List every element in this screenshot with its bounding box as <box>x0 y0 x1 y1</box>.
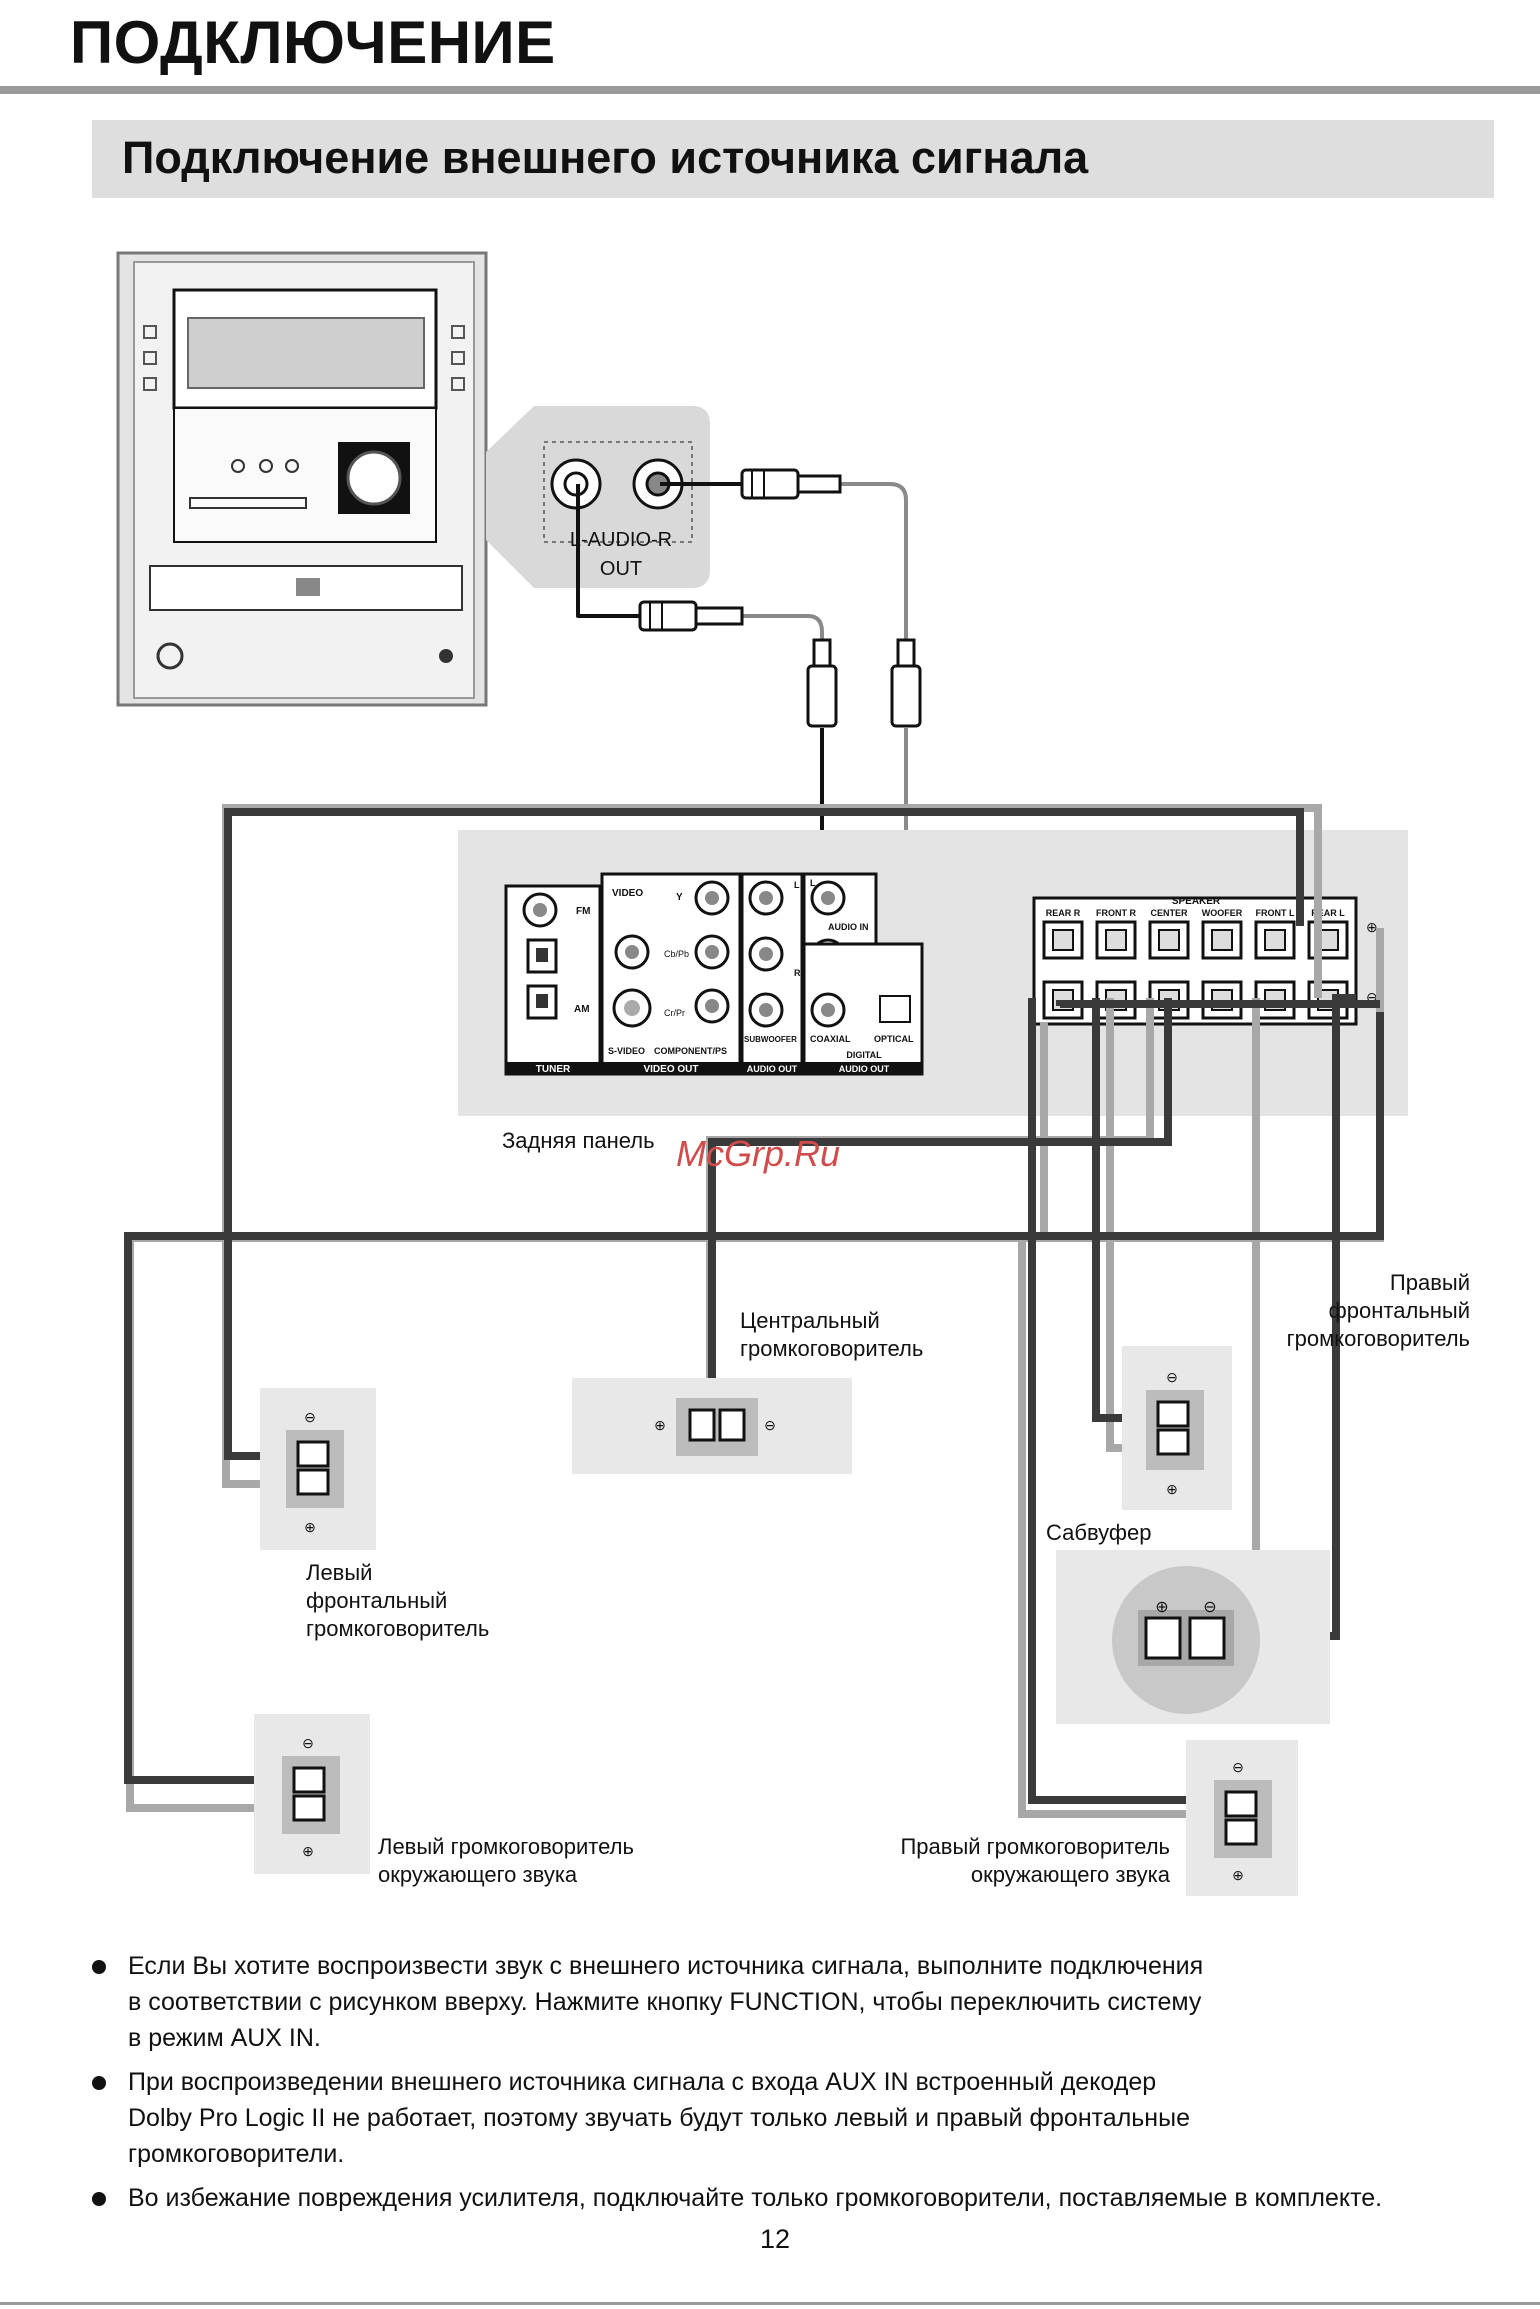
rca-plug-r-receiver <box>890 638 922 728</box>
speaker-terminal-label: CENTER <box>1150 908 1188 918</box>
instruction-item: Во избежание повреждения усилителя, подк… <box>90 2180 1540 2216</box>
audio-in-label: AUDIO IN <box>828 922 869 932</box>
cb-label: Cb/Pb <box>664 949 689 959</box>
front-right-label-2: фронтальный <box>1329 1298 1470 1323</box>
front-right-label-3: громкоговоритель <box>1287 1326 1470 1351</box>
rear-panel: TUNER FM AM VIDEO OUT VIDEO Y Cb/Pb Cr/P… <box>458 830 1408 1116</box>
minus-symbol: ⊖ <box>1366 989 1378 1005</box>
center-speaker-label-1: Центральный <box>740 1308 880 1333</box>
front-left-label-2: фронтальный <box>306 1588 447 1613</box>
minus-symbol: ⊖ <box>1232 1759 1244 1775</box>
front-left-label-3: громкоговоритель <box>306 1616 489 1641</box>
section-header: Подключение внешнего источника сигнала <box>92 120 1494 198</box>
digital-audio-out-label: AUDIO OUT <box>839 1064 890 1074</box>
surround-left-label-2: окружающего звука <box>378 1862 578 1887</box>
plus-terminal <box>1148 920 1190 960</box>
subwoofer-label: Сабвуфер <box>1046 1520 1152 1545</box>
audio-out-section: AUDIO OUT L R SUBWOOFER <box>740 872 804 1076</box>
minus-symbol: ⊖ <box>302 1735 314 1751</box>
minus-symbol: ⊖ <box>1166 1369 1178 1385</box>
speaker-terminal-label: REAR R <box>1046 908 1081 918</box>
rca-plug-l-source <box>638 600 744 632</box>
section-title: Подключение внешнего источника сигнала <box>122 132 1089 183</box>
speaker-label: SPEAKER <box>1172 896 1221 907</box>
surround-left-speaker: ⊖ ⊕ <box>254 1714 370 1874</box>
audio-out-jack-label: L-AUDIO-R <box>570 529 672 551</box>
plus-terminal <box>1201 920 1243 960</box>
plus-symbol: ⊕ <box>304 1519 316 1535</box>
center-speaker-label-2: громкоговоритель <box>740 1336 923 1361</box>
minus-symbol: ⊖ <box>304 1409 316 1425</box>
component-label: COMPONENT/PS <box>654 1046 727 1056</box>
terminal-clip <box>1211 929 1233 951</box>
instruction-item: При воспроизведении внешнего источника с… <box>90 2064 1540 2172</box>
minus-symbol: ⊖ <box>764 1417 776 1433</box>
digital-out-section: AUDIO OUT DIGITAL COAXIAL OPTICAL <box>802 942 924 1076</box>
plus-symbol: ⊕ <box>1366 919 1378 935</box>
watermark: McGrp.Ru <box>676 1133 840 1174</box>
audio-out-label: OUT <box>600 558 642 580</box>
front-right-speaker: ⊖ ⊕ <box>1122 1346 1232 1510</box>
title-rule <box>0 86 1540 94</box>
speaker-terminal-label: WOOFER <box>1202 908 1243 918</box>
surround-left-label-1: Левый громкоговоритель <box>378 1834 634 1859</box>
plus-symbol: ⊕ <box>1166 1481 1178 1497</box>
front-left-label-1: Левый <box>306 1560 372 1585</box>
digital-label: DIGITAL <box>846 1050 882 1060</box>
terminal-clip <box>1158 929 1180 951</box>
subwoofer-out-label: SUBWOOFER <box>744 1035 797 1044</box>
surround-right-label-1: Правый громкоговоритель <box>900 1834 1170 1859</box>
audio-out-callout: L-AUDIO-R OUT <box>486 406 710 588</box>
video-out-label: VIDEO OUT <box>643 1064 698 1075</box>
y-label: Y <box>676 892 683 903</box>
optical-label: OPTICAL <box>874 1034 914 1044</box>
external-source-device <box>116 251 488 707</box>
instruction-list: Если Вы хотите воспроизвести звук с внеш… <box>90 1948 1540 2224</box>
tuner-label: TUNER <box>536 1064 571 1075</box>
front-left-speaker: ⊖ ⊕ <box>260 1388 376 1550</box>
am-label: AM <box>574 1004 590 1015</box>
rca-plug-r-source <box>740 468 842 500</box>
surround-right-speaker: ⊖ ⊕ <box>1186 1740 1298 1896</box>
terminal-clip <box>1264 929 1286 951</box>
instruction-item: Если Вы хотите воспроизвести звук с внеш… <box>90 1948 1540 2056</box>
surround-right-label-2: окружающего звука <box>971 1862 1171 1887</box>
speaker-terminal-label: FRONT L <box>1256 908 1295 918</box>
video-label: VIDEO <box>612 888 643 899</box>
plus-symbol: ⊕ <box>1155 1599 1168 1616</box>
video-out-section: VIDEO OUT VIDEO Y Cb/Pb Cr/Pr S-VIDEO CO… <box>600 872 742 1076</box>
subwoofer: ⊕ ⊖ <box>1056 1550 1330 1724</box>
audio-in-l-label: L <box>810 878 816 888</box>
plus-symbol: ⊕ <box>1232 1867 1244 1883</box>
speaker-terminal-label: REAR L <box>1311 908 1345 918</box>
audio-out-r-label: R <box>794 968 801 978</box>
page-title: ПОДКЛЮЧЕНИЕ <box>70 9 556 76</box>
audio-out-section-label: AUDIO OUT <box>747 1064 798 1074</box>
center-speaker: ⊕ ⊖ <box>572 1378 852 1474</box>
speaker-terminal-label: FRONT R <box>1096 908 1136 918</box>
page-number: 12 <box>760 2224 791 2254</box>
audio-out-l-label: L <box>794 880 800 890</box>
bottom-rule <box>0 2302 1540 2305</box>
fm-label: FM <box>576 906 590 917</box>
svideo-label: S-VIDEO <box>608 1046 645 1056</box>
front-right-label-1: Правый <box>1390 1270 1470 1295</box>
tuner-section: TUNER FM AM <box>504 884 602 1076</box>
minus-symbol: ⊖ <box>1203 1599 1216 1616</box>
rear-panel-label: Задняя панель <box>502 1128 655 1153</box>
plus-symbol: ⊕ <box>654 1417 666 1433</box>
terminal-clip <box>1105 929 1127 951</box>
terminal-clip <box>1052 929 1074 951</box>
connection-diagram: L-AUDIO-R OUT TUN <box>116 251 1470 1896</box>
coaxial-label: COAXIAL <box>810 1034 851 1044</box>
rca-plug-l-receiver <box>806 638 838 728</box>
cr-label: Cr/Pr <box>664 1008 685 1018</box>
plus-symbol: ⊕ <box>302 1843 314 1859</box>
